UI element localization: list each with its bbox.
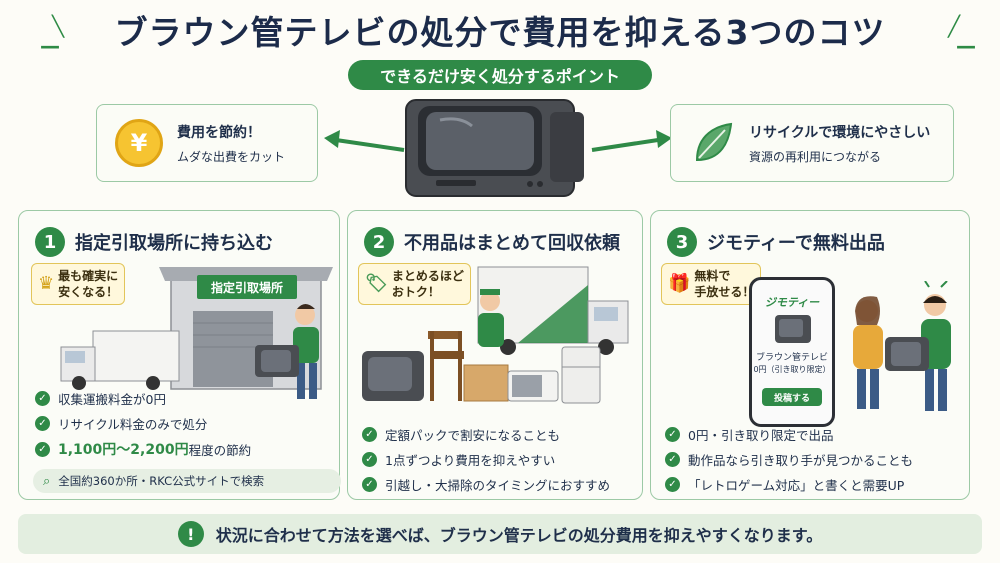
check-icon: ✓ (362, 477, 377, 492)
benefit-title: 費用を節約！ (177, 124, 261, 141)
gift-icon: 🎁 (668, 273, 691, 295)
benefit-desc: 資源の再利用につながる (749, 149, 882, 164)
check-icon: ✓ (665, 477, 680, 492)
sparkle-icon: — (956, 34, 976, 58)
check-list: ✓収集運搬料金が0円 ✓リサイクル料金のみで処分 ✓1,100円〜2,200円程… (35, 389, 251, 465)
list-item: ✓1点ずつより費用を抑えやすい (362, 450, 610, 469)
sparkle-icon: ╲ (52, 14, 65, 38)
bulk-pickup-illustration (362, 266, 629, 404)
panel-tip-3: 3 ジモティーで無料出品 🎁 無料で手放せる！ ジモティー ブラウン管テレビ 0… (650, 210, 970, 500)
post-button[interactable]: 投稿する (762, 388, 822, 406)
list-item: ✓「レトロゲーム対応」と書くと需要UP (665, 475, 913, 494)
footer-note: ! 状況に合わせて方法を選べば、ブラウン管テレビの処分費用を抑えやすくなります。 (18, 514, 982, 554)
sparkle-icon: ╱ (948, 14, 961, 38)
listing-price: 0円（引き取り限定） (753, 365, 831, 374)
facility-sign: 指定引取場所 (210, 281, 283, 295)
listing-title: ブラウン管テレビ (755, 353, 828, 363)
panel-title: 指定引取場所に持ち込む (75, 233, 273, 254)
sparkle-icon: — (40, 34, 60, 58)
badge-cheapest: ♛ 最も確実に安くなる！ (31, 263, 126, 306)
list-item: ✓引越し・大掃除のタイミングにおすすめ (362, 475, 610, 494)
handover-illustration (853, 281, 951, 411)
step-number: 1 (35, 227, 65, 257)
list-item: ✓リサイクル料金のみで処分 (35, 414, 251, 433)
panel-title: ジモティーで無料出品 (707, 233, 885, 254)
panel-tip-1: 1 指定引取場所に持ち込む ♛ 最も確実に安くなる！ 指定引取場所 ✓収集運搬料… (18, 210, 341, 500)
list-item: ✓収集運搬料金が0円 (35, 389, 251, 408)
panel-tip-2: 2 不用品はまとめて回収依頼 🏷 まとめるほどおトク！ ✓定額パックで割安になる (347, 210, 643, 500)
check-icon: ✓ (665, 427, 680, 442)
check-icon: ✓ (362, 427, 377, 442)
exclamation-icon: ! (177, 521, 204, 547)
benefit-desc: ムダな出費をカット (177, 149, 286, 164)
benefit-card-eco: リサイクルで環境にやさしい 資源の再利用につながる (670, 104, 954, 182)
arrow-left-icon (324, 130, 405, 152)
facility-illustration (60, 267, 333, 399)
arrow-right-icon (591, 130, 672, 152)
list-item: ✓1,100円〜2,200円程度の節約 (35, 439, 251, 459)
crt-tv-illustration (405, 99, 584, 197)
benefit-title: リサイクルで環境にやさしい (749, 124, 931, 141)
tag-icon: 🏷 (365, 273, 388, 295)
search-hint: ⌕ 全国約360か所・RKC公式サイトで検索 (33, 469, 341, 493)
crown-icon: ♛ (38, 273, 55, 295)
search-icon: ⌕ (43, 473, 51, 489)
step-number: 2 (364, 227, 394, 257)
check-list: ✓0円・引き取り限定で出品 ✓動作品なら引き取り手が見つかることも ✓「レトロゲ… (665, 425, 913, 500)
benefit-card-savings: ¥ 費用を節約！ ムダな出費をカット (96, 104, 318, 182)
check-icon: ✓ (665, 452, 680, 467)
smartphone-mockup: ジモティー ブラウン管テレビ 0円（引き取り限定） 投稿する (749, 277, 835, 427)
tv-thumbnail (775, 315, 811, 343)
check-icon: ✓ (35, 391, 50, 406)
list-item: ✓定額パックで割安になることも (362, 425, 610, 444)
subtitle-pill: できるだけ安く処分するポイント (348, 60, 652, 90)
badge-free: 🎁 無料で手放せる！ (661, 263, 762, 306)
panel-title: 不用品はまとめて回収依頼 (404, 233, 620, 254)
list-item: ✓0円・引き取り限定で出品 (665, 425, 913, 444)
badge-bundle: 🏷 まとめるほどおトク！ (358, 263, 471, 306)
check-icon: ✓ (35, 416, 50, 431)
list-item: ✓動作品なら引き取り手が見つかることも (665, 450, 913, 469)
leaf-icon (695, 122, 733, 162)
check-icon: ✓ (35, 441, 50, 457)
check-list: ✓定額パックで割安になることも ✓1点ずつより費用を抑えやすい ✓引越し・大掃除… (362, 425, 610, 500)
step-number: 3 (667, 227, 697, 257)
page-title: ブラウン管テレビの処分で費用を抑える3つのコツ (114, 13, 886, 52)
yen-coin-icon: ¥ (115, 119, 163, 167)
check-icon: ✓ (362, 452, 377, 467)
app-brand: ジモティー (764, 296, 820, 309)
footer-text: 状況に合わせて方法を選べば、ブラウン管テレビの処分費用を抑えやすくなります。 (215, 526, 823, 545)
